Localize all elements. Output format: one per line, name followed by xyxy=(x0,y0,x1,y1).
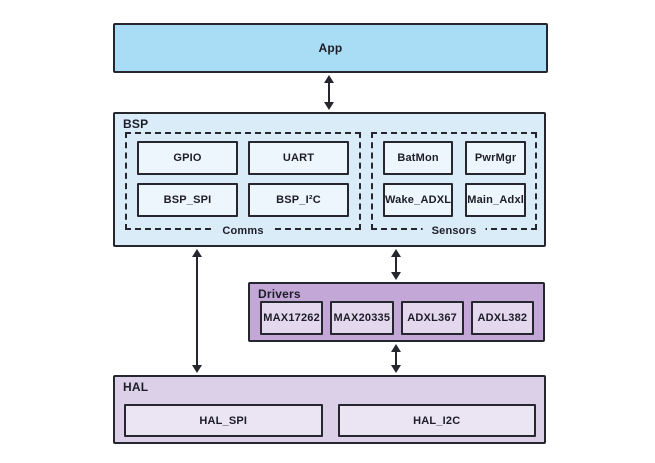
bsp-label: BSP xyxy=(123,117,149,131)
bsp-module-pwrmgr: PwrMgr xyxy=(465,141,527,175)
bsp-module-bsp-spi: BSP_SPI xyxy=(137,183,238,217)
bsp-module-main-adxl: Main_Adxl xyxy=(465,183,527,217)
drivers-label: Drivers xyxy=(258,287,301,301)
driver-max20335: MAX20335 xyxy=(330,301,394,335)
hal-layer-box: HAL HAL_SPI HAL_I2C xyxy=(113,375,546,444)
hal-module-hal-i2c: HAL_I2C xyxy=(337,404,536,437)
sensors-group-label: Sensors xyxy=(422,225,486,237)
bsp-drivers-bidirectional-arrow-icon xyxy=(391,249,401,280)
app-bsp-bidirectional-arrow-icon xyxy=(324,75,334,110)
hal-cell-row: HAL_SPI HAL_I2C xyxy=(124,404,536,437)
arrow-shaft xyxy=(328,81,330,104)
app-label: App xyxy=(318,41,343,55)
arrow-shaft xyxy=(395,255,397,274)
bsp-module-wake-adxl: Wake_ADXL xyxy=(383,183,454,217)
arrow-shaft xyxy=(395,350,397,367)
bsp-module-bsp-i2c: BSP_I²C xyxy=(248,183,349,217)
sensors-group: BatMon PwrMgr Wake_ADXL Main_Adxl Sensor… xyxy=(371,132,537,237)
comms-group-label: Comms xyxy=(213,225,273,237)
bsp-module-uart: UART xyxy=(248,141,349,175)
drivers-layer-box: Drivers MAX17262 MAX20335 ADXL367 ADXL38… xyxy=(248,282,545,342)
bsp-hal-bidirectional-arrow-icon xyxy=(192,249,202,373)
bsp-module-batmon: BatMon xyxy=(383,141,454,175)
arrow-shaft xyxy=(196,255,198,367)
hal-label: HAL xyxy=(123,380,149,394)
drivers-chip-row: MAX17262 MAX20335 ADXL367 ADXL382 xyxy=(260,301,534,335)
bsp-layer-box: BSP GPIO UART BSP_SPI BSP_I²C Comms BatM… xyxy=(113,112,546,247)
bsp-module-gpio: GPIO xyxy=(137,141,238,175)
comms-group: GPIO UART BSP_SPI BSP_I²C Comms xyxy=(125,132,361,237)
driver-adxl367: ADXL367 xyxy=(400,301,464,335)
app-layer-box: App xyxy=(113,23,548,73)
driver-adxl382: ADXL382 xyxy=(470,301,534,335)
drivers-hal-bidirectional-arrow-icon xyxy=(391,344,401,373)
driver-max17262: MAX17262 xyxy=(260,301,324,335)
hal-module-hal-spi: HAL_SPI xyxy=(124,404,323,437)
